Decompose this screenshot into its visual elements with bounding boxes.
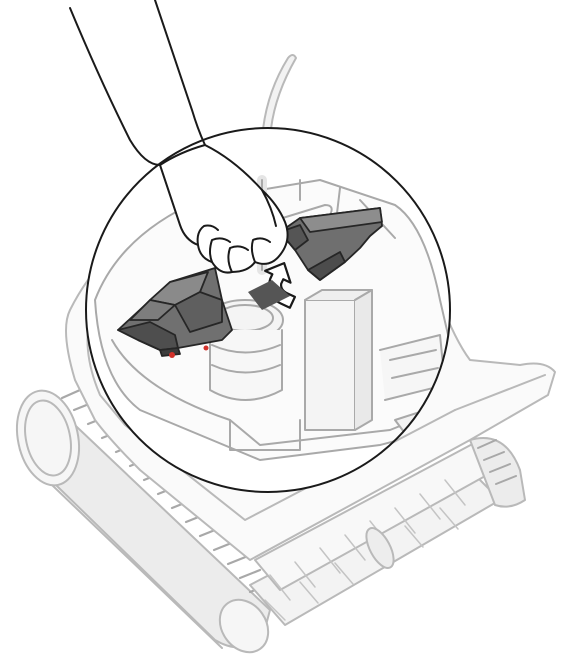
right-track <box>469 437 526 508</box>
red-latch-marker <box>203 345 209 351</box>
red-latch-marker <box>169 352 175 358</box>
magnifier-circle <box>85 127 451 493</box>
hand-icon <box>159 144 289 274</box>
filter-slot <box>248 280 290 310</box>
left-track <box>16 388 271 654</box>
filter-basket-icon <box>279 207 383 281</box>
magnified-interior <box>86 128 450 492</box>
filter-basket-icon <box>117 267 233 358</box>
arm-outline <box>69 0 206 166</box>
